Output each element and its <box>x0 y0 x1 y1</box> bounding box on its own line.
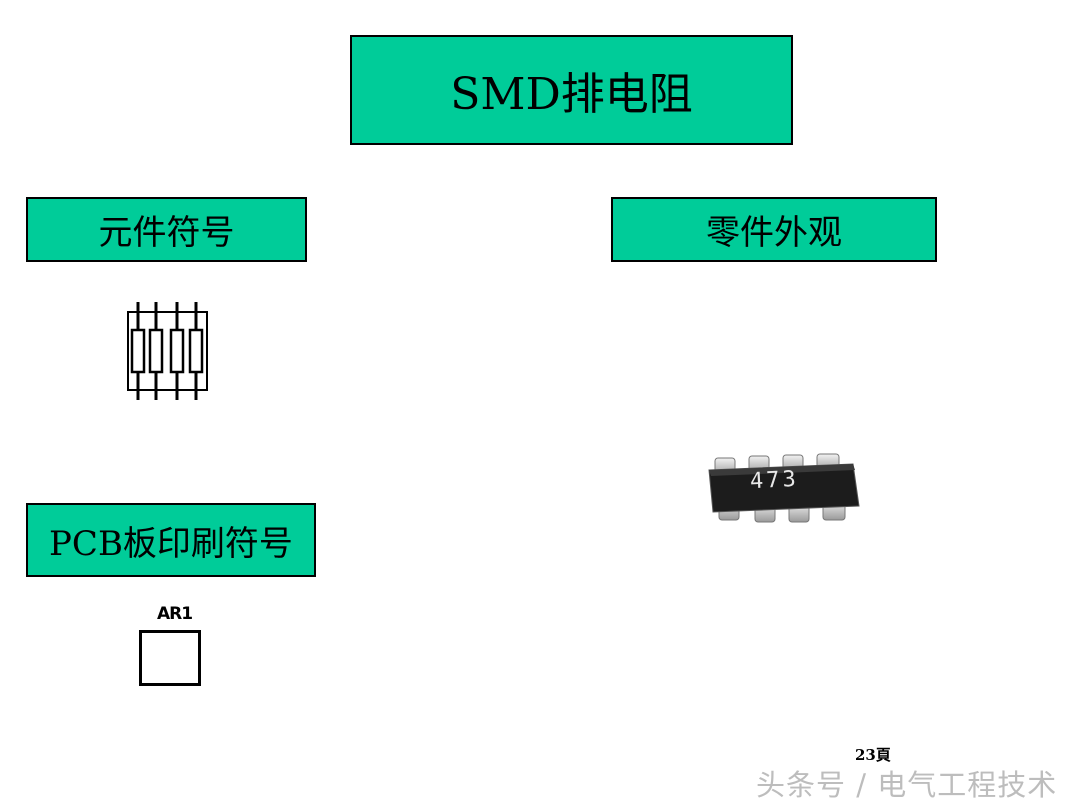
component-appearance-heading: 零件外观 <box>611 197 937 262</box>
pcb-designator: AR1 <box>157 604 193 624</box>
watermark-text: 头条号 / 电气工程技术 <box>756 768 1058 802</box>
smd-chip-image <box>708 453 860 523</box>
pcb-symbol-text: PCB板印刷符号 <box>49 523 293 564</box>
component-symbol-text: 元件符号 <box>98 213 235 253</box>
component-appearance-text: 零件外观 <box>706 213 842 253</box>
resistor-network-symbol-icon <box>127 302 208 400</box>
pcb-symbol-heading: PCB板印刷符号 <box>26 503 316 577</box>
slide-title-text: SMD排电阻 <box>450 69 693 120</box>
page-number: 23頁 <box>855 746 891 764</box>
chip-marking: 473 <box>749 466 800 495</box>
pcb-footprint-outline <box>139 630 201 686</box>
slide-title: SMD排电阻 <box>350 35 793 145</box>
component-symbol-heading: 元件符号 <box>26 197 307 262</box>
